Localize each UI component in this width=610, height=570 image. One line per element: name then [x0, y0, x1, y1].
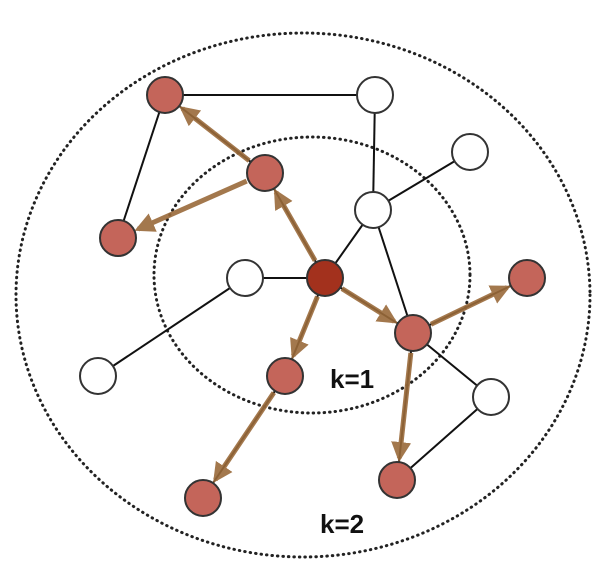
inner-ring-k1 — [152, 135, 472, 415]
edge-u6-g — [396, 396, 492, 481]
node-u6-unreached — [472, 378, 510, 416]
node-g-reached — [378, 461, 416, 499]
arrow-f-h — [213, 391, 276, 484]
node-f-reached — [266, 357, 304, 395]
node-a-reached — [246, 154, 284, 192]
node-u4-unreached — [226, 259, 264, 297]
node-e-reached — [508, 259, 546, 297]
edge-u1-u2 — [372, 94, 376, 211]
arrow-center-a — [273, 188, 318, 262]
node-u2-unreached — [354, 191, 392, 229]
node-d-reached — [394, 314, 432, 352]
node-b-reached — [146, 76, 184, 114]
outer-ring-k2 — [14, 31, 592, 559]
arrows-layer — [134, 106, 511, 484]
node-h-reached — [184, 479, 222, 517]
node-u3-unreached — [451, 133, 489, 171]
arrow-center-f — [290, 295, 320, 360]
arrow-center-d — [340, 286, 398, 324]
arrow-a-b — [179, 106, 251, 163]
label-k1: k=1 — [330, 364, 374, 394]
edge-b-c — [117, 94, 166, 239]
arrow-d-g — [391, 352, 414, 463]
nodes-layer — [79, 76, 546, 517]
arrow-d-e — [429, 285, 511, 327]
label-k2: k=2 — [320, 509, 364, 539]
node-u1-unreached — [356, 76, 394, 114]
arrow-a-c — [134, 178, 248, 232]
edge-u2-d — [372, 209, 414, 334]
node-u5-unreached — [79, 357, 117, 395]
edge-u4-u5 — [97, 277, 246, 377]
node-c-reached — [99, 219, 137, 257]
node-center-center — [306, 259, 344, 297]
